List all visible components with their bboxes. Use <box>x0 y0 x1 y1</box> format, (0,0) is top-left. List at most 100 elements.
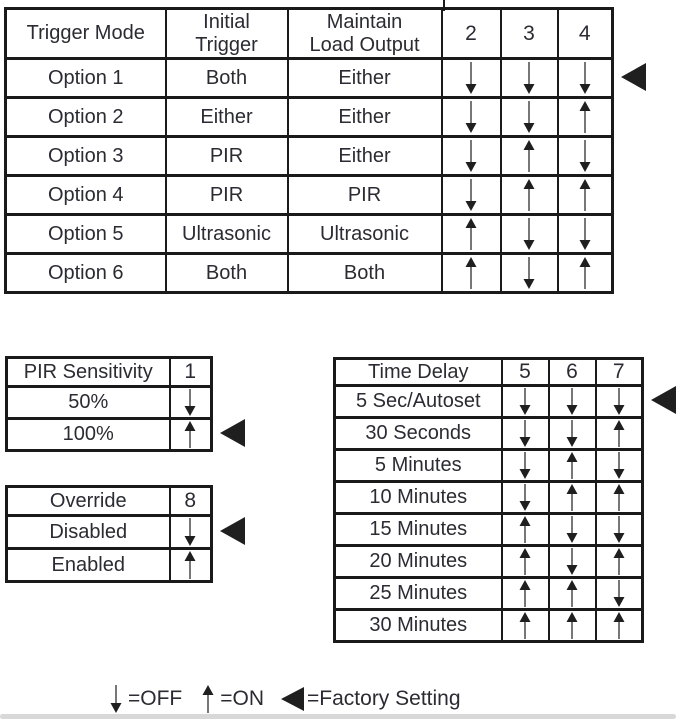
switch-up-icon <box>566 452 578 479</box>
label-cell: 100% <box>5 417 171 452</box>
switch-down-icon <box>465 179 477 211</box>
switch-up-icon <box>202 685 214 713</box>
legend-factory-item: =Factory Setting <box>281 687 461 711</box>
label-cell: 50% <box>5 385 171 420</box>
switch-up-icon <box>465 257 477 289</box>
column-header: Initial Trigger <box>164 7 289 60</box>
switch-up-icon <box>184 421 196 448</box>
switch-down-icon <box>523 101 535 133</box>
column-header: Maintain Load Output <box>286 7 443 60</box>
switch-up-icon <box>566 580 578 607</box>
switch-down-icon <box>579 218 591 250</box>
table-row: 5 Sec/Autoset <box>333 384 644 419</box>
switch-up-icon <box>579 179 591 211</box>
legend-on-label: =ON <box>220 687 265 710</box>
factory-setting-icon <box>220 419 245 447</box>
switch-position-cell <box>556 174 614 216</box>
label-cell: Ultrasonic <box>286 213 443 255</box>
switch-down-icon <box>566 388 578 415</box>
label-cell: PIR <box>286 174 443 216</box>
label-cell: 5 Sec/Autoset <box>333 384 503 419</box>
switch-position-cell <box>594 608 644 643</box>
switch-position-cell <box>556 252 614 294</box>
switch-position-cell <box>500 576 550 611</box>
switch-up-icon <box>519 580 531 607</box>
switch-position-cell <box>594 384 644 419</box>
label-cell: PIR <box>164 174 289 216</box>
switch-up-icon <box>566 612 578 639</box>
factory-setting-icon <box>651 386 676 414</box>
switch-position-cell <box>499 135 559 177</box>
down-arrow-icon <box>107 684 125 714</box>
label-cell: 15 Minutes <box>333 512 503 547</box>
switch-position-cell <box>547 448 597 483</box>
switch-position-cell <box>556 213 614 255</box>
switch-position-cell <box>499 174 559 216</box>
label-cell: Enabled <box>5 547 171 583</box>
switch-position-cell <box>440 174 502 216</box>
label-cell: Both <box>286 252 443 294</box>
switch-down-icon <box>579 62 591 94</box>
switch-position-cell <box>556 135 614 177</box>
switch-position-cell <box>594 448 644 483</box>
table-row: 10 Minutes <box>333 480 644 515</box>
switch-position-cell <box>168 547 213 583</box>
legend-on-item: =ON <box>199 684 264 714</box>
switch-up-icon <box>523 140 535 172</box>
switch-down-icon <box>519 452 531 479</box>
column-header: PIR Sensitivity <box>5 356 171 388</box>
switch-position-cell <box>594 512 644 547</box>
switch-up-icon <box>523 179 535 211</box>
switch-down-icon <box>613 516 625 543</box>
switch-position-cell <box>499 96 559 138</box>
label-cell: Either <box>286 96 443 138</box>
table-row: 20 Minutes <box>333 544 644 579</box>
switch-position-cell <box>594 416 644 451</box>
switch-position-cell <box>594 576 644 611</box>
label-cell: 20 Minutes <box>333 544 503 579</box>
column-header: Override <box>5 485 171 517</box>
switch-down-icon <box>519 388 531 415</box>
switch-position-cell <box>594 480 644 515</box>
switch-number-header: 7 <box>594 357 644 387</box>
switch-position-cell <box>168 514 213 550</box>
switch-down-icon <box>613 388 625 415</box>
switch-up-icon <box>465 218 477 250</box>
factory-setting-icon <box>220 516 245 545</box>
switch-down-icon <box>566 420 578 447</box>
label-cell: Option 1 <box>4 57 167 99</box>
switch-position-cell <box>168 417 213 452</box>
switch-up-icon <box>519 612 531 639</box>
switch-down-icon <box>523 62 535 94</box>
switch-position-cell <box>440 135 502 177</box>
label-cell: Option 4 <box>4 174 167 216</box>
table-row: 5 Minutes <box>333 448 644 483</box>
switch-up-icon <box>613 548 625 575</box>
switch-position-cell <box>500 544 550 579</box>
switch-position-cell <box>556 57 614 99</box>
label-cell: PIR <box>164 135 289 177</box>
switch-down-icon <box>110 685 122 713</box>
switch-position-cell <box>547 480 597 515</box>
switch-down-icon <box>184 389 196 416</box>
factory-setting-icon <box>621 62 646 91</box>
switch-down-icon <box>579 140 591 172</box>
label-cell: Option 6 <box>4 252 167 294</box>
label-cell: 10 Minutes <box>333 480 503 515</box>
switch-position-cell <box>556 96 614 138</box>
switch-down-icon <box>465 62 477 94</box>
switch-position-cell <box>499 213 559 255</box>
table-row: 30 Minutes <box>333 608 644 643</box>
switch-number-header: 3 <box>499 7 559 60</box>
switch-up-icon <box>613 612 625 639</box>
switch-up-icon <box>613 484 625 511</box>
table-row: 15 Minutes <box>333 512 644 547</box>
